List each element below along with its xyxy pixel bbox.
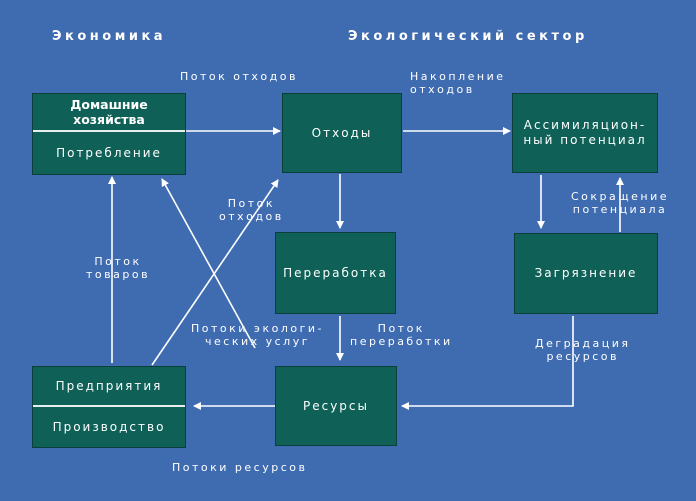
degradation-label: Деградация ресурсов bbox=[535, 337, 631, 363]
arrow-pollution-to-resources bbox=[401, 316, 574, 410]
goods-flow-label: Поток товаров bbox=[86, 255, 151, 281]
eco-services-label: Потоки экологи- ческих услуг bbox=[191, 322, 324, 348]
accumulation-label: Накопление отходов bbox=[410, 70, 506, 96]
pollution-box: Загрязнение bbox=[514, 233, 658, 314]
assimilation-box: Ассимиляцион- ный потенциал bbox=[512, 93, 658, 173]
consumption-label: Потребление bbox=[56, 145, 162, 160]
resources-box: Ресурсы bbox=[275, 366, 397, 446]
economy-header: Экономика bbox=[52, 29, 167, 44]
processing-box: Переработка bbox=[275, 232, 396, 314]
potential-reduction-label: Сокращение потенциала bbox=[571, 190, 670, 216]
ecosector-header: Экологический сектор bbox=[348, 29, 588, 44]
enterprises-label: Предприятия bbox=[33, 367, 185, 407]
households-title: Домашние хозяйства bbox=[33, 94, 185, 132]
resource-flows-label: Потоки ресурсов bbox=[172, 461, 308, 474]
enterprises-box: Предприятия Производство bbox=[32, 366, 186, 448]
waste-flow-mid-label: Поток отходов bbox=[219, 197, 284, 223]
processing-flow-label: Поток переработки bbox=[350, 322, 453, 348]
arrow-enterprises-to-waste bbox=[151, 179, 279, 366]
households-box: Домашние хозяйства Потребление bbox=[32, 93, 186, 175]
arrow-resources-to-households bbox=[161, 178, 256, 349]
waste-flow-top-label: Поток отходов bbox=[180, 70, 298, 83]
production-label: Производство bbox=[52, 419, 166, 434]
waste-box: Отходы bbox=[282, 93, 402, 173]
